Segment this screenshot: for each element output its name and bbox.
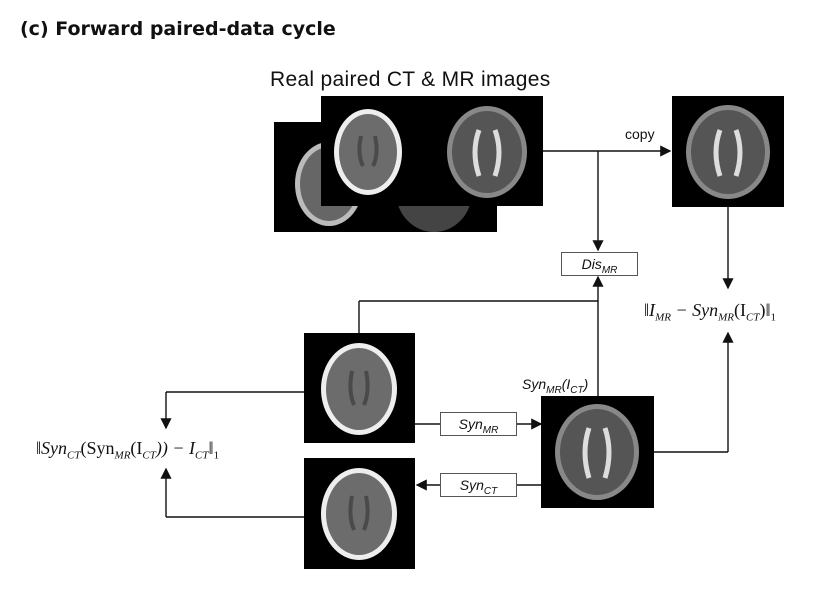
dis-mr-label: Dis — [581, 256, 602, 272]
ct-loss-s1: CT — [67, 449, 81, 462]
syn-mr-ict-arg-sub: CT — [570, 384, 584, 396]
ct-loss-s3: CT — [142, 449, 156, 462]
ct-loss-norm: 1 — [213, 449, 220, 462]
syn-ct-box-label: Syn — [459, 477, 484, 493]
copied-mr-image — [672, 96, 784, 207]
mr-loss-s3: CT — [745, 311, 760, 324]
syn-ct-box-sub: CT — [483, 485, 498, 497]
mr-loss-arg: (I — [733, 300, 746, 320]
syn-mr-ict-arg: (I — [561, 376, 571, 392]
dis-mr-sub: MR — [601, 264, 618, 276]
ct-loss-mid: (Syn — [80, 438, 115, 458]
figure-title: (c) Forward paired-data cycle — [20, 18, 336, 40]
ct-loss-s4: CT — [195, 449, 209, 462]
syn-mr-box-label: Syn — [458, 416, 483, 432]
ct-loss-arg: (I — [130, 438, 143, 458]
mr-loss-open: ‖I — [644, 300, 656, 320]
synthesized-mr-image — [541, 396, 654, 508]
mr-l1-loss-formula: ‖IMR − SynMR(ICT)‖1 — [644, 300, 776, 324]
ct-loss-close: ‖ — [208, 438, 214, 458]
copy-label: copy — [625, 126, 655, 142]
dis-mr-box: DisMR — [561, 252, 638, 276]
mr-loss-s2: MR — [718, 311, 734, 324]
mr-loss-mid: − Syn — [670, 300, 719, 320]
syn-mr-box: SynMR — [440, 412, 517, 436]
ct-loss-s2: MR — [114, 449, 131, 462]
mr-loss-norm: 1 — [770, 311, 777, 324]
input-ct-image — [304, 333, 415, 443]
mr-loss-close: )‖ — [759, 300, 771, 320]
real-ct-mr-pair-image — [321, 96, 543, 206]
ct-loss-mid2: )) − I — [155, 438, 196, 458]
syn-mr-box-sub: MR — [482, 424, 499, 436]
syn-mr-ict-close: ) — [583, 376, 589, 392]
syn-ct-box: SynCT — [440, 473, 517, 497]
syn-mr-ict-label: SynMR(ICT) — [522, 376, 588, 396]
mr-loss-s1: MR — [655, 311, 671, 324]
syn-mr-ict-sub: MR — [546, 384, 562, 396]
ct-l1-loss-formula: ‖SynCT(SynMR(ICT)) − ICT‖1 — [36, 438, 219, 462]
reconstructed-ct-image — [304, 458, 415, 569]
ct-loss-open: ‖Syn — [36, 438, 68, 458]
syn-mr-ict-base: Syn — [522, 376, 547, 392]
real-images-caption: Real paired CT & MR images — [270, 68, 551, 91]
